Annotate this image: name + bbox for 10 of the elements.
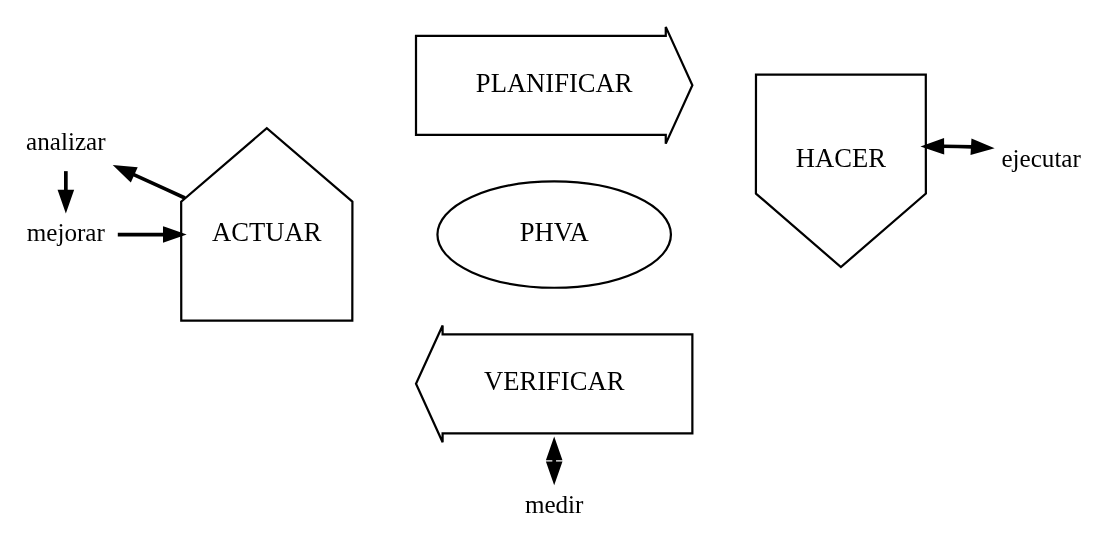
node-text: mejorar xyxy=(26,218,105,246)
arrow xyxy=(57,170,75,213)
arrow xyxy=(545,436,563,485)
node-text: analizar xyxy=(26,127,106,155)
node-ellipse: PHVA xyxy=(436,179,673,289)
arrow xyxy=(112,164,186,200)
arrow xyxy=(117,225,187,243)
arrow xyxy=(920,137,995,155)
node-text: ejecutar xyxy=(1001,144,1081,172)
node-text: medir xyxy=(524,490,584,518)
